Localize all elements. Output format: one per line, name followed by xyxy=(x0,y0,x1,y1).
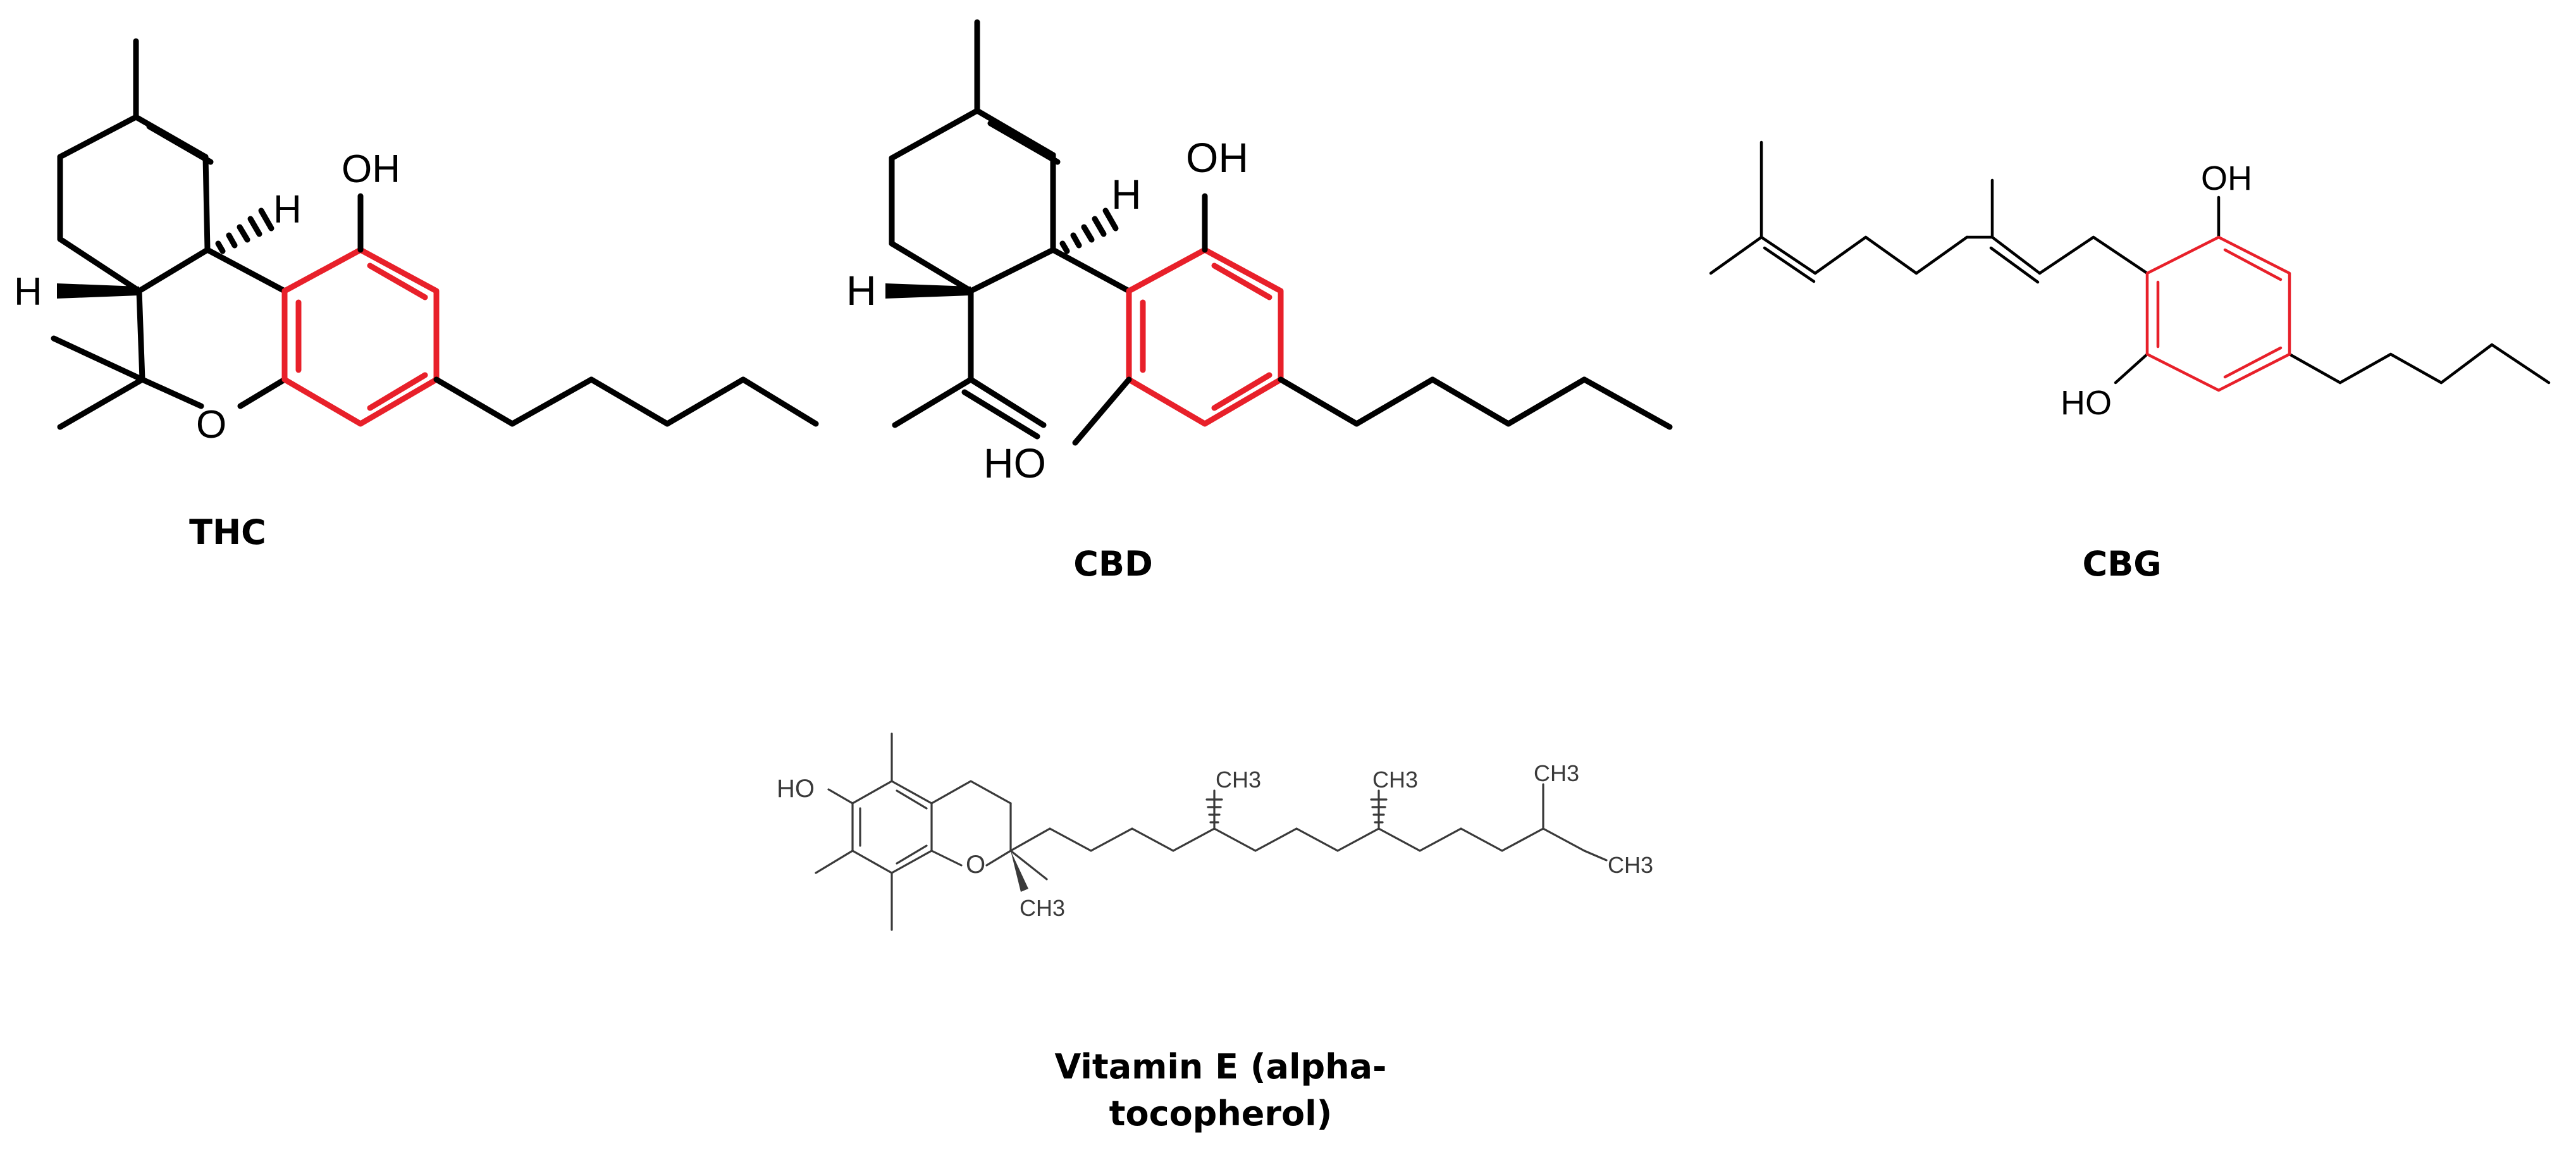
cbd-h-top-label: H xyxy=(1111,171,1142,218)
vitamin-e-ch3-terminal2-label: CH3 xyxy=(1608,852,1653,878)
thc-o-label: O xyxy=(196,403,226,447)
thc-caption: THC xyxy=(189,512,266,552)
thc-structure: OH H H O xyxy=(14,38,819,447)
cbd-ho-label: HO xyxy=(983,440,1046,486)
cbg-ho-label: HO xyxy=(2061,384,2112,422)
thc-oh-label: OH xyxy=(342,147,400,191)
vitamin-e-caption-line2: tocopherol) xyxy=(1109,1094,1333,1133)
vitamin-e-caption-line1: Vitamin E (alpha- xyxy=(1054,1047,1387,1087)
cbd-structure: OH H H HO xyxy=(846,19,1673,486)
cbd-caption: CBD xyxy=(1073,544,1153,584)
cbd-oh-top-label: OH xyxy=(1186,134,1248,181)
thc-h-left-label: H xyxy=(14,270,42,314)
thc-h-top-label: H xyxy=(273,188,302,232)
vitamin-e-ch3-chain2-label: CH3 xyxy=(1372,767,1418,793)
cbg-caption: CBG xyxy=(2082,544,2162,584)
vitamin-e-caption: Vitamin E (alpha- tocopherol) xyxy=(968,1044,1474,1137)
vitamin-e-structure: HO O CH3 CH3 CH3 CH3 CH3 xyxy=(777,732,1653,931)
cbg-oh-label: OH xyxy=(2201,159,2252,197)
vitamin-e-ch3-ring-label: CH3 xyxy=(1020,895,1065,921)
vitamin-e-ch3-terminal1-label: CH3 xyxy=(1534,760,1579,786)
vitamin-e-ch3-chain1-label: CH3 xyxy=(1216,767,1261,793)
cbd-h-left-label: H xyxy=(846,267,877,314)
vitamin-e-o-label: O xyxy=(966,851,985,879)
vitamin-e-ho-label: HO xyxy=(777,775,815,803)
cbg-structure: OH HO xyxy=(1709,140,2551,422)
